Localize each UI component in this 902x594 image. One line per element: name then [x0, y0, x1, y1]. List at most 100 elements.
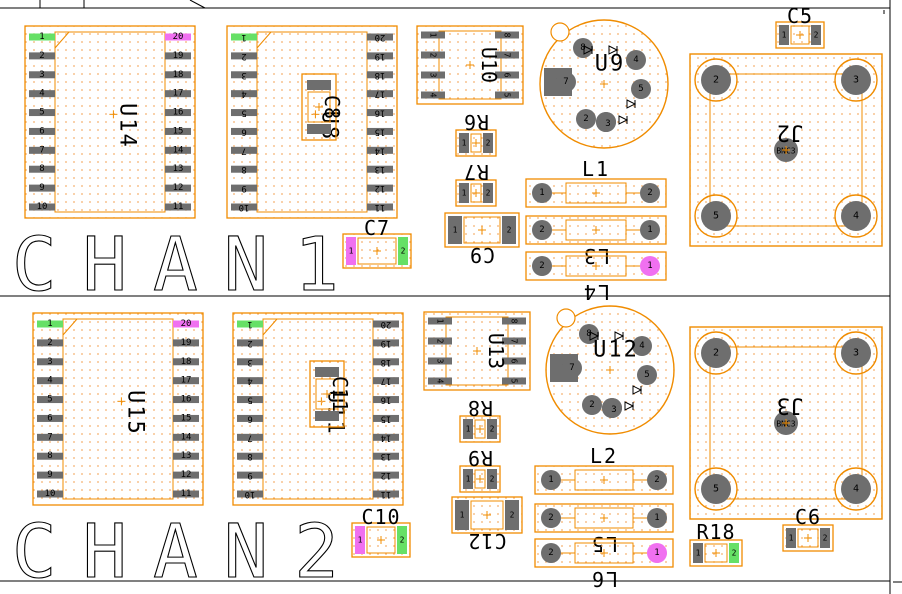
U15-pin-number: 4: [47, 376, 52, 386]
U10-pin-number: 8: [503, 33, 512, 38]
R9-pad-2: [487, 469, 497, 489]
U8-pin-number: 16: [375, 108, 386, 118]
U14-pad-left: [29, 127, 55, 135]
U8-pad-left: [231, 127, 257, 135]
U14-pad-left: [29, 90, 55, 98]
U11-pad-left: [237, 471, 263, 479]
R6-pad-1: [459, 133, 469, 153]
U8-pad-right: [367, 90, 393, 98]
U14-pin-number: 11: [173, 202, 184, 212]
C8[interactable]: C8: [301, 73, 344, 141]
R7-pin-number: 2: [486, 189, 491, 198]
U9-diode-icon: [618, 115, 629, 125]
U11-pad-left: [237, 339, 263, 347]
L4-designator: L4: [582, 280, 610, 304]
U8[interactable]: 1202193184175166157148139121011U8: [226, 25, 398, 219]
C12-origin: [483, 511, 491, 519]
R6-pad-2: [483, 133, 493, 153]
U10-pin-number: 4: [429, 93, 438, 98]
U11-pad-right: [373, 358, 399, 366]
U14-pin-number: 17: [173, 89, 184, 99]
L4-pin-number: 2: [539, 261, 544, 271]
U15-pad-left: [37, 358, 63, 366]
U11-pad-left: [237, 433, 263, 441]
J3-mount-ring: [834, 467, 878, 511]
U14-pad-left: [29, 165, 55, 173]
U9-pin-number: 5: [638, 84, 643, 94]
U12-pin-number: 8: [586, 329, 591, 339]
J2-mount-ring: [694, 58, 738, 102]
U11-pin-number: 4: [247, 376, 252, 386]
U12-diode-icon: [624, 401, 635, 411]
U15-pin-number: 2: [47, 338, 52, 348]
U8-pad-right: [367, 165, 393, 173]
U13-pin-number: 8: [510, 319, 519, 324]
U11-pin-number: 1: [247, 319, 252, 329]
U15-body: [62, 318, 174, 500]
R18-pad-2: [729, 543, 739, 563]
J3-pin-number: 3: [853, 348, 859, 359]
U15-pin-number: 15: [181, 413, 192, 423]
U15-pin-number: 18: [181, 357, 192, 367]
L2-pin-number: 2: [654, 475, 659, 485]
U11-pad-left: [237, 320, 263, 328]
J2-pin-number: 3: [853, 75, 859, 86]
U8-pin-number: 5: [241, 108, 246, 118]
U15-pad-left: [37, 339, 63, 347]
C6-pin-number: 2: [823, 534, 828, 543]
R7-pin-number: 1: [462, 189, 467, 198]
chan2-label: CHAN2: [12, 509, 365, 594]
U13-pin-number: 1: [436, 319, 445, 324]
U14-pad-right: [165, 165, 191, 173]
U14-pin-number: 2: [39, 51, 44, 61]
U9-pad: [626, 50, 646, 70]
U15-pin-number: 8: [47, 451, 52, 461]
U15-origin: [117, 397, 126, 406]
U14-pad-left: [29, 146, 55, 154]
C12-pad-2: [505, 500, 519, 530]
R7-origin: [472, 189, 480, 197]
U8-pad-right: [367, 127, 393, 135]
C11[interactable]: C11: [309, 360, 352, 428]
U8-pad-left: [231, 90, 257, 98]
U14-origin: [109, 110, 118, 119]
C6-pad-1: [786, 528, 796, 548]
U14-pin-number: 18: [173, 70, 184, 80]
U9-diode-icon: [626, 99, 637, 109]
U14-pad-right: [165, 146, 191, 154]
U11-pad-right: [373, 320, 399, 328]
U9-pad: [631, 79, 651, 99]
R8-pin-number: 1: [466, 425, 471, 434]
U15-pin-number: 6: [47, 413, 52, 423]
U9[interactable]: 12354873U9: [539, 19, 669, 149]
U12-pad: [582, 395, 602, 415]
U12[interactable]: 12354873U12: [545, 305, 675, 435]
U11-pin-number: 8: [247, 451, 252, 461]
U11-pad-left: [237, 490, 263, 498]
C10-pad-2: [397, 526, 407, 554]
L1-designator: L1: [582, 157, 610, 181]
U8-body: [256, 31, 368, 213]
